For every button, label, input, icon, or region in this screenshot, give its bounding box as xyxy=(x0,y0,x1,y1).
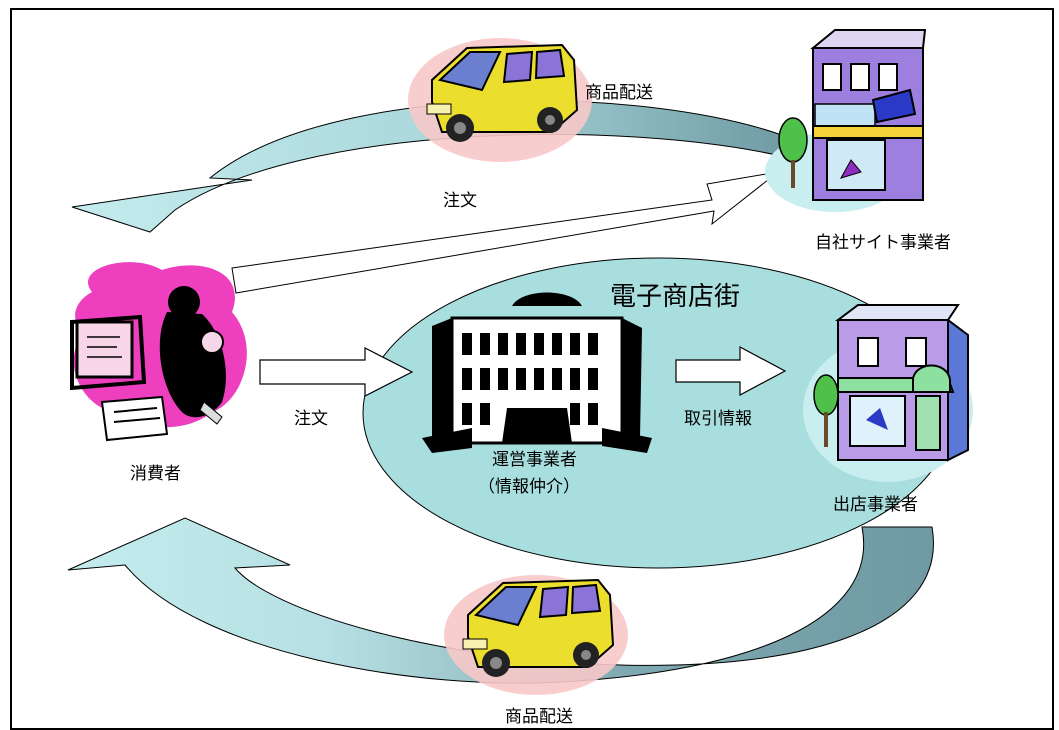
label-store-operator: 出店事業者 xyxy=(833,495,918,515)
order-arrow-top xyxy=(231,171,779,294)
label-consumer: 消費者 xyxy=(130,464,181,484)
delivery-arrow-bottom xyxy=(67,517,934,684)
classical-building-icon xyxy=(422,292,652,453)
label-transaction-info: 取引情報 xyxy=(684,409,752,429)
label-own-site-operator: 自社サイト事業者 xyxy=(815,233,951,253)
label-operator-sub: （情報仲介） xyxy=(478,477,580,497)
transaction-arrow xyxy=(675,346,787,396)
music-shop-icon xyxy=(765,29,927,212)
label-delivery-top: 商品配送 xyxy=(585,83,653,103)
delivery-van-icon-bottom xyxy=(444,575,628,695)
label-delivery-bottom: 商品配送 xyxy=(505,707,573,727)
order-arrow-mid xyxy=(259,347,414,397)
mall-title: 電子商店街 xyxy=(610,282,741,312)
storefront-icon xyxy=(803,304,973,482)
label-operator: 運営事業者 xyxy=(492,450,577,470)
consumer-icon xyxy=(70,262,247,442)
label-order-top: 注文 xyxy=(443,191,477,211)
label-order-mid: 注文 xyxy=(294,409,328,429)
delivery-van-icon xyxy=(408,38,592,162)
